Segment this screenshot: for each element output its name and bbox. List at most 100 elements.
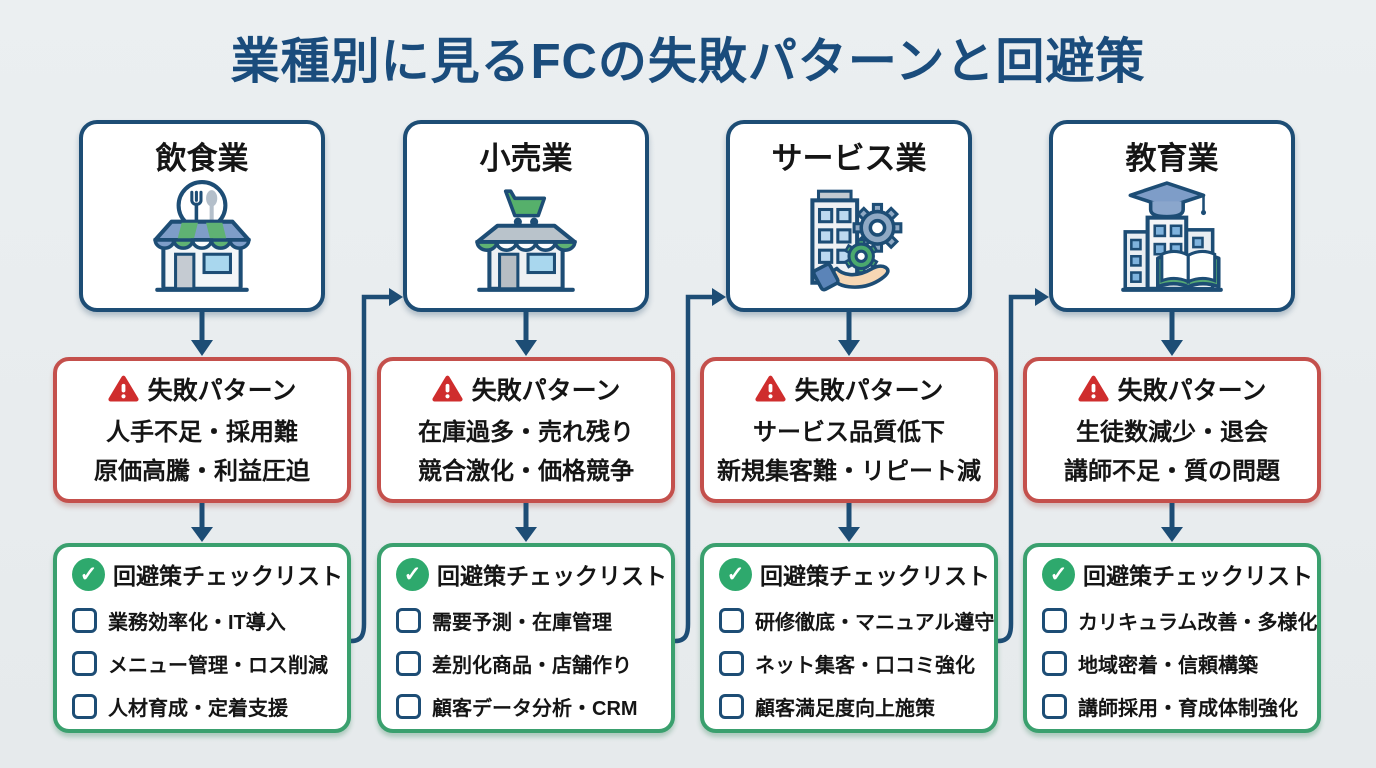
failure-pattern-label: 失敗パターン <box>147 377 297 405</box>
failure-pattern-header: 失敗パターン <box>381 371 671 407</box>
down-arrow-icon <box>377 503 675 543</box>
checklist-item-label: 顧客データ分析・CRM <box>432 698 638 720</box>
checklist-header: ✓ 回避策チェックリスト <box>396 557 667 591</box>
industry-column: サービス業 <box>700 120 998 736</box>
checklist-label: 回避策チェックリスト <box>113 563 343 589</box>
warning-icon <box>432 375 463 402</box>
failure-pattern-label: 失敗パターン <box>1117 377 1267 405</box>
failure-pattern-header: 失敗パターン <box>704 371 994 407</box>
failure-item: 新規集客難・リピート減 <box>717 458 981 485</box>
warning-icon <box>1078 375 1109 402</box>
service-building-gears-icon <box>774 179 924 301</box>
down-arrow-icon <box>700 312 998 357</box>
failure-items: 人手不足・採用難原価高騰・利益圧迫 <box>57 413 347 491</box>
checklist-items: カリキュラム改善・多様化地域密着・信頼構築講師採用・育成体制強化 <box>1042 599 1317 728</box>
failure-pattern-label: 失敗パターン <box>471 377 621 405</box>
failure-items: サービス品質低下新規集客難・リピート減 <box>704 413 994 491</box>
failure-item: 在庫過多・売れ残り <box>418 419 634 446</box>
checklist-header: ✓ 回避策チェックリスト <box>719 557 990 591</box>
checklist-box: ✓ 回避策チェックリスト カリキュラム改善・多様化地域密着・信頼構築講師採用・育… <box>1023 543 1321 733</box>
failure-item: サービス品質低下 <box>753 419 945 446</box>
checklist-items: 業務効率化・IT導入メニュー管理・ロス削減人材育成・定着支援 <box>72 599 341 728</box>
check-circle-icon: ✓ <box>396 557 429 591</box>
failure-item: 原価高騰・利益圧迫 <box>94 458 310 485</box>
checklist-label: 回避策チェックリスト <box>760 563 990 589</box>
checklist-label: 回避策チェックリスト <box>437 563 667 589</box>
checkbox-icon <box>396 608 421 633</box>
checklist-item: メニュー管理・ロス削減 <box>72 642 341 685</box>
checklist-header: ✓ 回避策チェックリスト <box>1042 557 1313 591</box>
industry-name: サービス業 <box>771 141 927 176</box>
industry-name: 小売業 <box>479 141 573 176</box>
checklist-item-label: 顧客満足度向上施策 <box>755 698 935 720</box>
checklist-item: 需要予測・在庫管理 <box>396 599 665 642</box>
checklist-items: 研修徹底・マニュアル遵守ネット集客・口コミ強化顧客満足度向上施策 <box>719 599 994 728</box>
down-arrow-icon <box>1023 312 1321 357</box>
checklist-box: ✓ 回避策チェックリスト 研修徹底・マニュアル遵守ネット集客・口コミ強化顧客満足… <box>700 543 998 733</box>
failure-item: 生徒数減少・退会 <box>1076 419 1268 446</box>
failure-items: 在庫過多・売れ残り競合激化・価格競争 <box>381 413 671 491</box>
failure-pattern-header: 失敗パターン <box>57 371 347 407</box>
checkbox-icon <box>719 608 744 633</box>
checklist-item-label: 地域密着・信頼構築 <box>1078 655 1258 677</box>
industry-name: 飲食業 <box>155 141 249 176</box>
checklist-item-label: 研修徹底・マニュアル遵守 <box>755 612 995 634</box>
checklist-item: 講師採用・育成体制強化 <box>1042 685 1311 728</box>
industry-header-box: 小売業 <box>403 120 649 312</box>
checklist-item-label: 差別化商品・店舗作り <box>432 655 632 677</box>
checkbox-icon <box>719 651 744 676</box>
industry-header-box: サービス業 <box>726 120 972 312</box>
checkbox-icon <box>72 608 97 633</box>
checklist-item-label: 講師採用・育成体制強化 <box>1078 698 1298 720</box>
checklist-item: 地域密着・信頼構築 <box>1042 642 1311 685</box>
failure-pattern-box: 失敗パターン 在庫過多・売れ残り競合激化・価格競争 <box>377 357 675 503</box>
industry-name: 教育業 <box>1125 141 1219 176</box>
check-circle-icon: ✓ <box>72 557 105 591</box>
failure-pattern-label: 失敗パターン <box>794 377 944 405</box>
checklist-header: ✓ 回避策チェックリスト <box>72 557 343 591</box>
industry-header-box: 教育業 <box>1049 120 1295 312</box>
checklist-item: 研修徹底・マニュアル遵守 <box>719 599 994 642</box>
checklist-item-label: 需要予測・在庫管理 <box>432 612 612 634</box>
checklist-box: ✓ 回避策チェックリスト 業務効率化・IT導入メニュー管理・ロス削減人材育成・定… <box>53 543 351 733</box>
checklist-item: 差別化商品・店舗作り <box>396 642 665 685</box>
checkbox-icon <box>396 651 421 676</box>
warning-icon <box>755 375 786 402</box>
checklist-item: 人材育成・定着支援 <box>72 685 341 728</box>
checklist-box: ✓ 回避策チェックリスト 需要予測・在庫管理差別化商品・店舗作り顧客データ分析・… <box>377 543 675 733</box>
failure-items: 生徒数減少・退会講師不足・質の問題 <box>1027 413 1317 491</box>
industry-header-box: 飲食業 <box>79 120 325 312</box>
checkbox-icon <box>396 694 421 719</box>
failure-pattern-box: 失敗パターン サービス品質低下新規集客難・リピート減 <box>700 357 998 503</box>
failure-item: 競合激化・価格競争 <box>418 458 634 485</box>
check-circle-icon: ✓ <box>1042 557 1075 591</box>
failure-pattern-box: 失敗パターン 生徒数減少・退会講師不足・質の問題 <box>1023 357 1321 503</box>
checklist-item: ネット集客・口コミ強化 <box>719 642 988 685</box>
checklist-item: 顧客満足度向上施策 <box>719 685 988 728</box>
failure-item: 人手不足・採用難 <box>106 419 298 446</box>
checklist-items: 需要予測・在庫管理差別化商品・店舗作り顧客データ分析・CRM <box>396 599 665 728</box>
failure-item: 講師不足・質の問題 <box>1064 458 1280 485</box>
down-arrow-icon <box>53 503 351 543</box>
checklist-item-label: メニュー管理・ロス削減 <box>108 655 328 677</box>
retail-store-icon <box>451 179 601 301</box>
down-arrow-icon <box>700 503 998 543</box>
check-circle-icon: ✓ <box>719 557 752 591</box>
down-arrow-icon <box>377 312 675 357</box>
checklist-item-label: ネット集客・口コミ強化 <box>755 655 975 677</box>
checkbox-icon <box>72 651 97 676</box>
checkbox-icon <box>1042 608 1067 633</box>
failure-pattern-header: 失敗パターン <box>1027 371 1317 407</box>
industry-column: 教育業 失敗パターン 生徒数減少・退会講師 <box>1023 120 1321 736</box>
checkbox-icon <box>1042 651 1067 676</box>
checkbox-icon <box>719 694 744 719</box>
industry-column: 小売業 失敗パターン 在庫過多・売れ残り競合激化・価格競争 <box>377 120 675 736</box>
checklist-item: カリキュラム改善・多様化 <box>1042 599 1317 642</box>
checklist-item: 顧客データ分析・CRM <box>396 685 665 728</box>
checklist-item-label: 人材育成・定着支援 <box>108 698 288 720</box>
checklist-item-label: 業務効率化・IT導入 <box>108 612 286 634</box>
down-arrow-icon <box>53 312 351 357</box>
warning-icon <box>108 375 139 402</box>
checkbox-icon <box>72 694 97 719</box>
